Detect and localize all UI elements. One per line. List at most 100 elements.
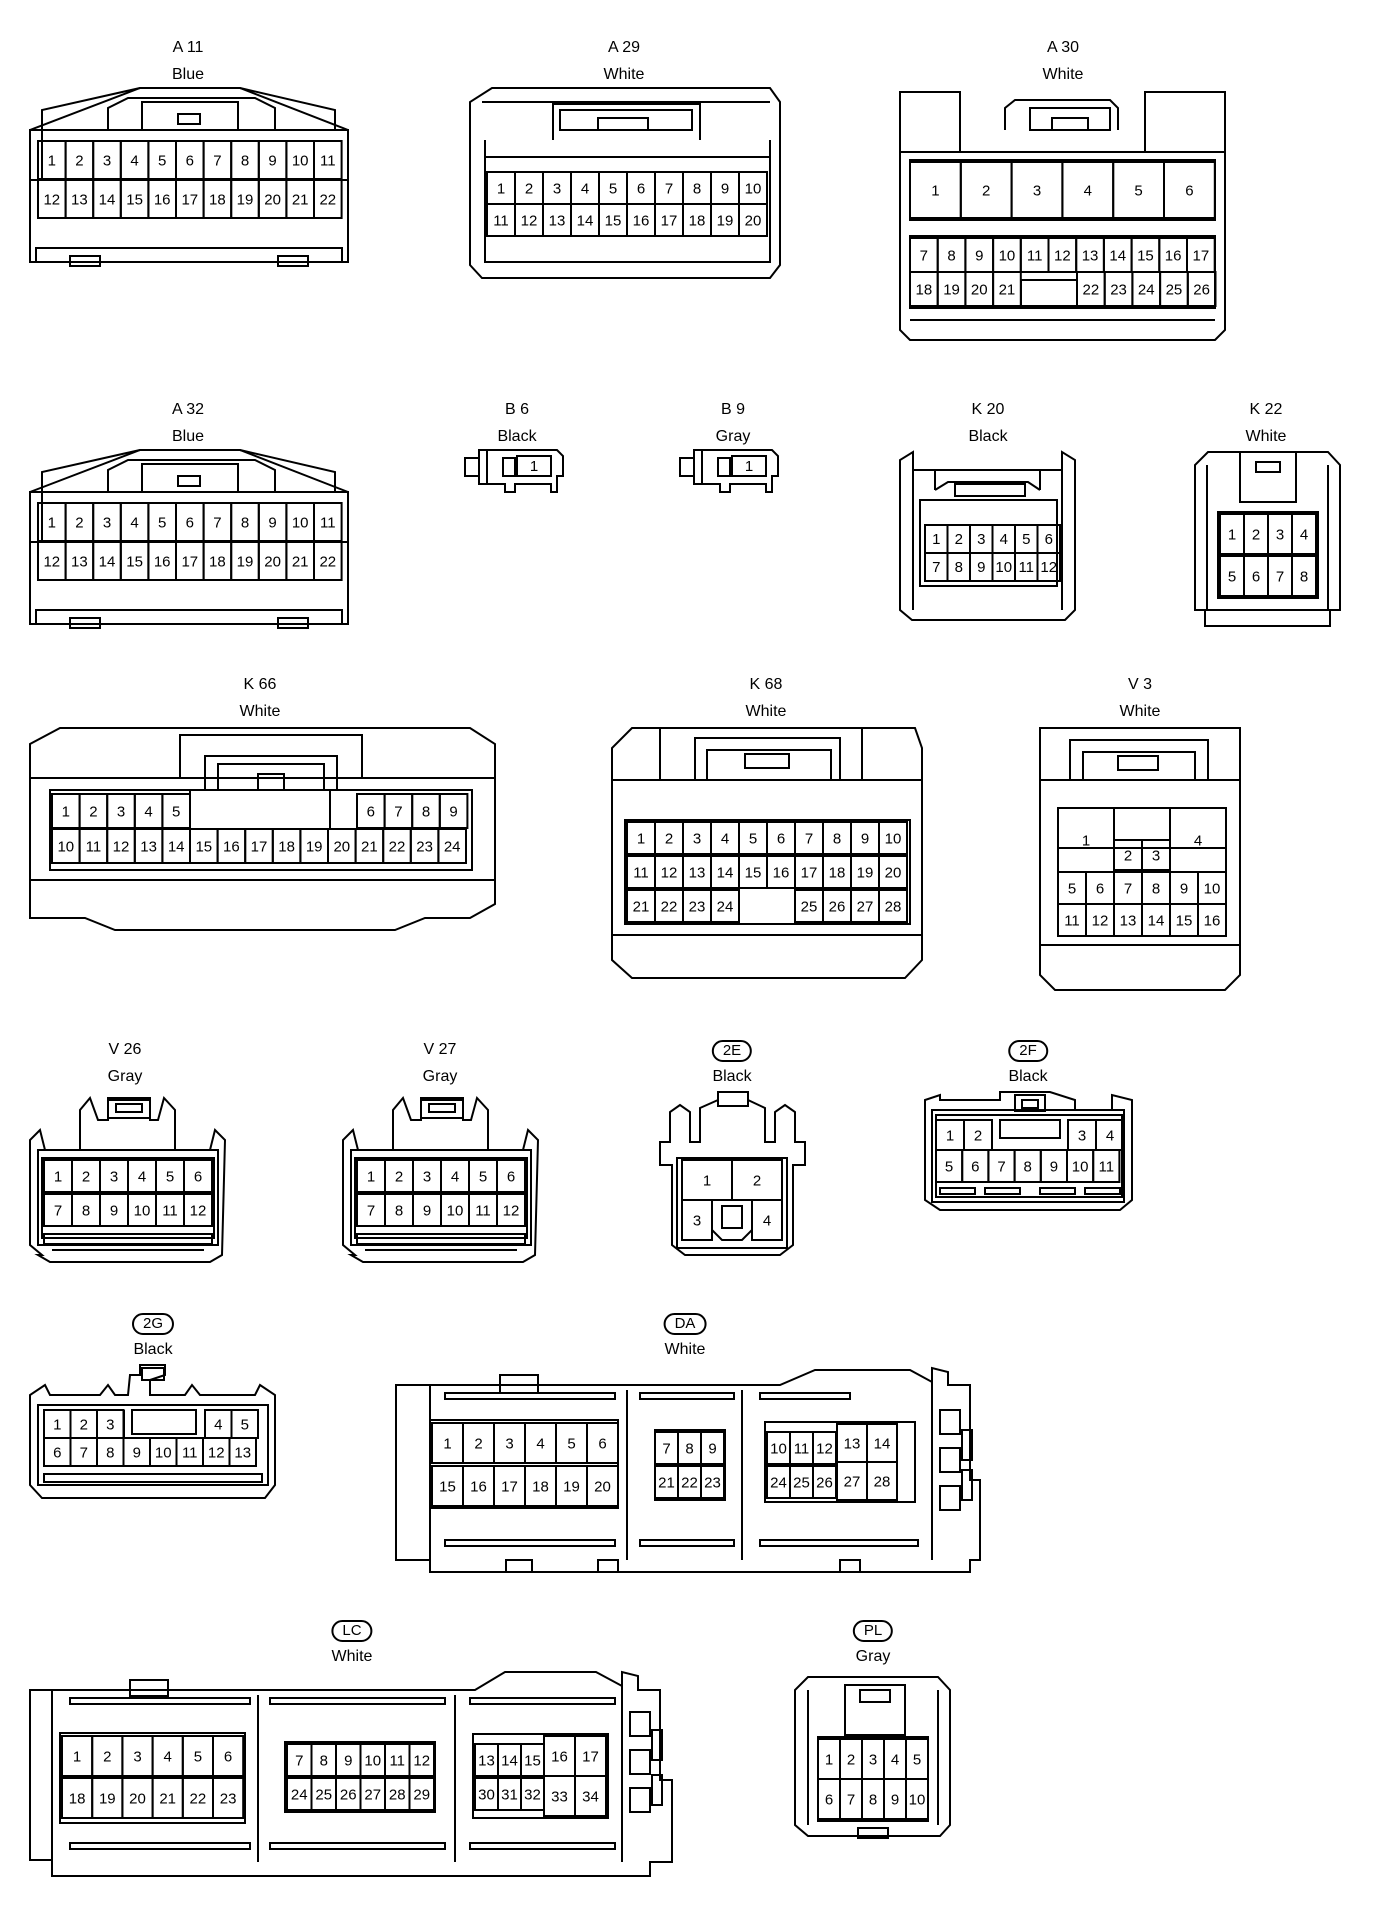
connector-code: A 32 — [171, 401, 205, 418]
pin-label: 1 — [637, 830, 645, 847]
pin-label: 1 — [367, 1168, 375, 1185]
pin-label: 4 — [581, 180, 589, 197]
pin-label: 12 — [1092, 912, 1109, 929]
pin-label: 17 — [251, 838, 268, 855]
connector-code-badge: 2G — [131, 1313, 175, 1335]
pin-label: 11 — [1027, 247, 1043, 264]
pin-label: 24 — [770, 1474, 787, 1491]
pin-label: 3 — [117, 803, 125, 820]
pin-label: 6 — [1096, 880, 1104, 897]
pin-label: 16 — [154, 191, 171, 208]
connector-code: LC — [331, 1620, 373, 1642]
connector-color: Gray — [855, 1648, 891, 1665]
pin-label: 4 — [451, 1168, 459, 1185]
pin-label: 1 — [1228, 526, 1236, 543]
pin-label: 10 — [909, 1791, 926, 1808]
pin-label: 23 — [220, 1790, 237, 1807]
pin-label: 10 — [1204, 880, 1221, 897]
connector-color: White — [1245, 428, 1287, 445]
connector-color: White — [745, 703, 787, 720]
pin-label: 3 — [1033, 182, 1041, 199]
pin-label: 22 — [389, 838, 406, 855]
pin-label: 11 — [493, 212, 509, 229]
connector-code: B 9 — [720, 401, 746, 418]
pin-label: 15 — [126, 553, 143, 570]
pin-label: 14 — [577, 212, 594, 229]
pin-label: 12 — [208, 1444, 225, 1461]
connector-color: Gray — [715, 428, 751, 445]
connector-color: Blue — [171, 66, 205, 83]
pin-label: 11 — [1064, 912, 1080, 929]
pin-label: 1 — [48, 514, 56, 531]
connector-code: DA — [663, 1313, 707, 1335]
pin-label: 3 — [133, 1748, 141, 1765]
pin-label: 14 — [501, 1752, 518, 1769]
pin-label: 2 — [1124, 847, 1132, 864]
pin-label: 16 — [470, 1478, 487, 1495]
pin-label: 2 — [75, 514, 83, 531]
pin-label: 26 — [1193, 281, 1210, 298]
pin-label: 2 — [103, 1748, 111, 1765]
pin-label: 3 — [103, 152, 111, 169]
pin-label: 3 — [693, 1212, 701, 1229]
pin-label: 10 — [447, 1202, 464, 1219]
pin-label: 12 — [503, 1202, 520, 1219]
pin-label: 27 — [844, 1473, 861, 1490]
pin-label: 21 — [292, 191, 309, 208]
pin-label: 16 — [633, 212, 650, 229]
pin-label: 20 — [971, 281, 988, 298]
pin-label: 1 — [1082, 832, 1090, 849]
pin-label: 8 — [869, 1791, 877, 1808]
pin-label: 9 — [1180, 880, 1188, 897]
pin-label: 2 — [75, 152, 83, 169]
pin-label: 5 — [158, 152, 166, 169]
connector-code: PL — [852, 1620, 894, 1642]
pin-label: 9 — [423, 1202, 431, 1219]
pin-label: 9 — [449, 803, 457, 820]
connector-code: V 26 — [108, 1041, 142, 1058]
pin-label: 17 — [1193, 247, 1210, 264]
pin-label: 2 — [474, 1435, 482, 1452]
pin-label: 8 — [693, 180, 701, 197]
pin-label: 31 — [501, 1786, 518, 1803]
pin-label: 7 — [805, 830, 813, 847]
pin-label: 3 — [693, 830, 701, 847]
pin-label: 14 — [99, 191, 116, 208]
pin-label: 9 — [977, 559, 985, 576]
connector-code-badge: PL — [852, 1620, 894, 1642]
pin-label: 19 — [857, 864, 874, 881]
pin-label: 17 — [501, 1478, 518, 1495]
pin-label: 26 — [340, 1786, 357, 1803]
pin-label: 5 — [1134, 182, 1142, 199]
pin-label: 29 — [413, 1786, 430, 1803]
pin-label: 4 — [214, 1416, 222, 1433]
pin-label: 8 — [422, 803, 430, 820]
pin-label: 18 — [278, 838, 295, 855]
pin-label: 16 — [1165, 247, 1182, 264]
pin-label: 16 — [223, 838, 240, 855]
pin-label: 19 — [99, 1790, 116, 1807]
pin-label: 25 — [315, 1786, 332, 1803]
pin-label: 10 — [1072, 1158, 1089, 1175]
pin-label: 6 — [507, 1168, 515, 1185]
pin-label: 1 — [73, 1748, 81, 1765]
pin-label: 10 — [745, 180, 762, 197]
pin-label: 1 — [703, 1172, 711, 1189]
pin-label: 6 — [598, 1435, 606, 1452]
connector-color: Gray — [422, 1068, 458, 1085]
pin-label: 22 — [319, 553, 336, 570]
pin-label: 5 — [1228, 568, 1236, 585]
pin-label: 23 — [1110, 281, 1127, 298]
pin-label: 24 — [444, 838, 461, 855]
pin-label: 9 — [891, 1791, 899, 1808]
pin-label: 1 — [62, 803, 70, 820]
pin-label: 4 — [164, 1748, 172, 1765]
pin-label: 11 — [1099, 1158, 1115, 1175]
pin-label: 15 — [605, 212, 622, 229]
